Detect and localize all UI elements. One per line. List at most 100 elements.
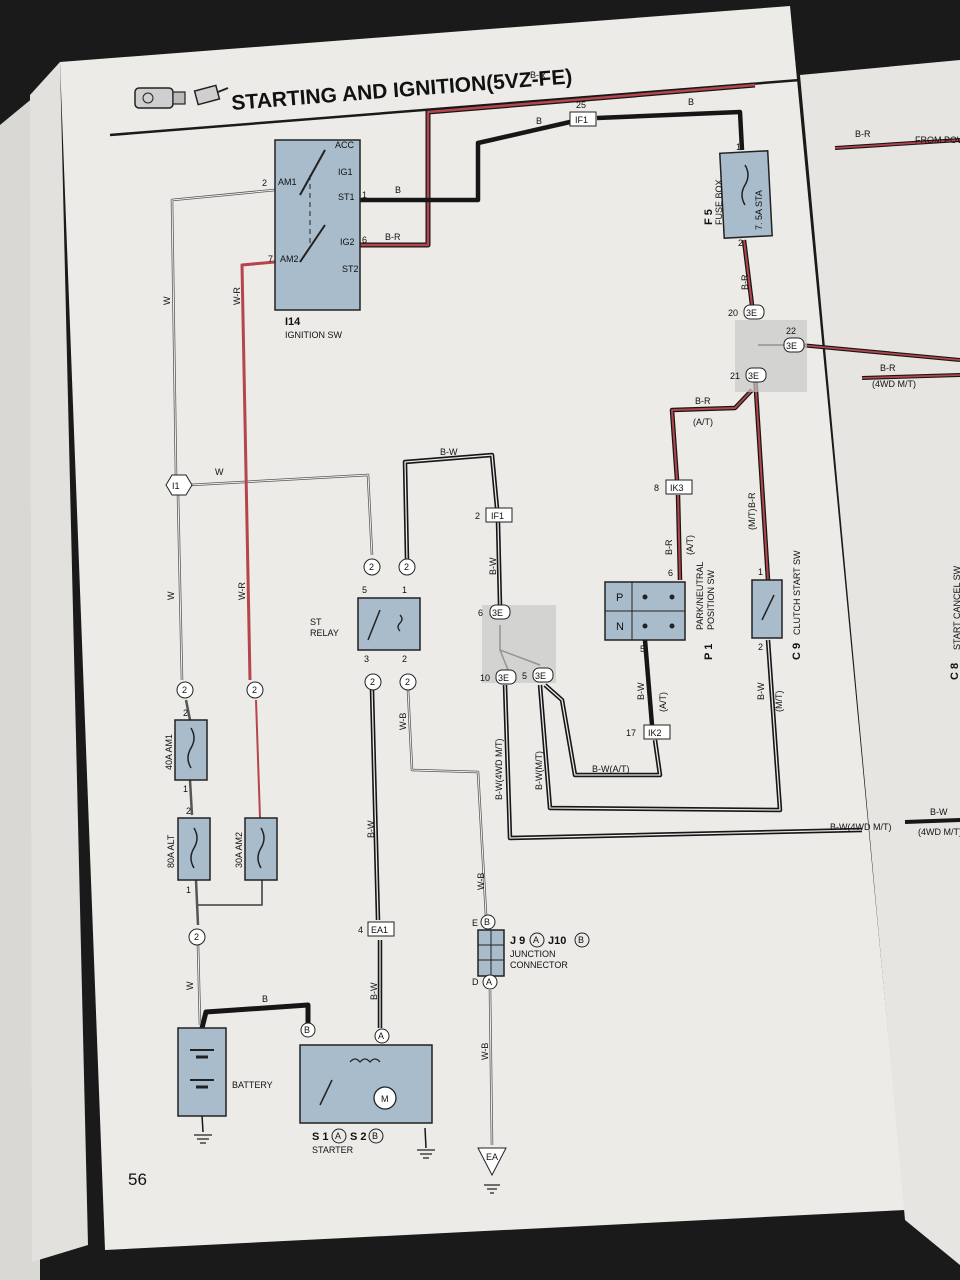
pos-n: N	[616, 621, 624, 633]
page-stack-edge	[0, 92, 40, 1280]
pin-label: 5	[362, 585, 367, 595]
wire-label: B-R	[695, 396, 711, 406]
wire-label: W-R	[237, 582, 247, 600]
connector-2-group: 2 2 2 2 2 2 2	[176, 558, 417, 946]
connector-3e-22: 3E	[786, 341, 797, 351]
pin-label: 10	[480, 673, 490, 683]
junction-marker-a: A	[533, 935, 539, 945]
wire-labels: B-R B B B B-R B-R B-R (A/T) B-R (A/T) B-…	[162, 70, 891, 1060]
wire-label: W-B	[480, 1043, 490, 1060]
wire-label: (M/T)	[747, 509, 757, 531]
connector-label: IK2	[648, 728, 662, 738]
pin-label: 7	[268, 254, 273, 264]
conn-2: 2	[370, 677, 375, 687]
from-power-label: FROM POW	[915, 135, 960, 145]
pin-label: 6	[478, 608, 483, 618]
junction-marker-b: B	[578, 935, 584, 945]
clutch-start-switch: C 9 CLUTCH START SW 1 2	[751, 550, 803, 660]
connector-3e-5: 3E	[535, 671, 546, 681]
junction-pin-b: B	[484, 917, 490, 927]
pin-label: 1	[362, 190, 367, 200]
c8-code: C 8	[949, 663, 960, 680]
right-wire-label: (4WD M/T)	[918, 827, 960, 837]
pin-label: 1	[183, 784, 188, 794]
connector-if1-mid	[485, 507, 513, 523]
pn-sw-code: P 1	[703, 644, 715, 660]
pin-label: 1	[758, 567, 763, 577]
junction-code: J 9	[510, 935, 525, 947]
pn-sw-label2: POSITION SW	[706, 569, 716, 630]
fuse-40a-am1: 40A AM1 2 1	[164, 708, 208, 794]
pos-p: P	[616, 592, 623, 604]
ground-ea-label: EA	[486, 1152, 498, 1162]
pin-label: 1	[186, 885, 191, 895]
pin-label: 2	[738, 238, 743, 248]
terminal-st2: ST2	[342, 264, 359, 274]
fuse-am2-label: 30A AM2	[234, 832, 244, 868]
right-wire-label: B-R	[880, 363, 896, 373]
terminal-ig1: IG1	[338, 167, 353, 177]
pin-label: 17	[626, 728, 636, 738]
connector-3e-6: 3E	[492, 608, 503, 618]
connector-i1: I1	[165, 474, 193, 496]
fuse-30a-am2: 30A AM2	[234, 817, 278, 881]
fuse-am1-label: 40A AM1	[164, 734, 174, 770]
connector-b-marker	[368, 1128, 384, 1144]
ignition-sw-label: IGNITION SW	[285, 330, 343, 340]
st-relay-label: ST	[310, 617, 322, 627]
connector-if1-top	[569, 111, 597, 127]
pn-sw-label: PARK/NEUTRAL	[695, 562, 705, 630]
pin-label: 6	[668, 568, 673, 578]
connector-label: EA1	[371, 925, 388, 935]
wire-label: (A/T)	[693, 417, 713, 427]
junction-pin-a: A	[486, 977, 492, 987]
wire-label: B-R	[747, 492, 757, 508]
wire-label: B-W	[366, 820, 376, 838]
st-relay-label2: RELAY	[310, 628, 339, 638]
ignition-sw-code: I14	[285, 316, 301, 328]
wire-label: W-R	[232, 287, 242, 305]
conn-2: 2	[369, 562, 374, 572]
motor-symbol: M	[381, 1094, 389, 1104]
fuse-sta-label: 7. 5A STA	[754, 190, 764, 230]
wire-label: W	[215, 467, 224, 477]
wire-label: B	[536, 116, 542, 126]
pin-label: 5	[522, 671, 527, 681]
connector-label: IK3	[670, 483, 684, 493]
starter-pin-a: A	[378, 1031, 384, 1041]
connector-ik3	[665, 479, 693, 495]
wire-label: W	[185, 981, 195, 990]
battery-label: BATTERY	[232, 1080, 273, 1090]
wire-label: B-W(4WD M/T)	[494, 739, 504, 800]
wire-label: B-W	[369, 982, 379, 1000]
starter-code: S 1	[312, 1131, 329, 1143]
pin-label: 2	[183, 708, 188, 718]
wire-label: (A/T)	[658, 692, 668, 712]
wire-label: B-R	[664, 539, 674, 555]
junction-label2: CONNECTOR	[510, 960, 568, 970]
battery: BATTERY	[177, 1027, 273, 1117]
ground-starter-icon	[417, 1149, 435, 1159]
wire-label: B	[395, 185, 401, 195]
wire-label: B-W	[488, 557, 498, 575]
connector-ea1	[367, 921, 395, 937]
wire-label: W-B	[476, 873, 486, 890]
ignition-switch: ACC IG1 ST1 AM1 AM2 IG2 ST2 I14 IGNITION…	[262, 139, 367, 340]
pin-label: 2	[402, 654, 407, 664]
connector-b-letter: B	[372, 1131, 378, 1141]
junction-term-d: D	[472, 977, 479, 987]
pin-label: 25	[576, 100, 586, 110]
connector-i1-label: I1	[172, 481, 180, 491]
page-stack-layer	[30, 62, 88, 1262]
wire-label: B-R	[740, 274, 750, 290]
wire-label: B-R	[530, 70, 546, 80]
right-wire-label: B-W	[930, 807, 948, 817]
starter-connector-b	[300, 1022, 316, 1038]
pin-label: 3	[364, 654, 369, 664]
wire-label: B-R	[385, 232, 401, 242]
fuse-alt-label: 80A ALT	[166, 834, 176, 868]
conn-2: 2	[194, 932, 199, 942]
page-number: 56	[128, 1170, 147, 1189]
st-relay: ST RELAY 5 1 3 2	[310, 585, 421, 664]
wire-label: B	[688, 97, 694, 107]
